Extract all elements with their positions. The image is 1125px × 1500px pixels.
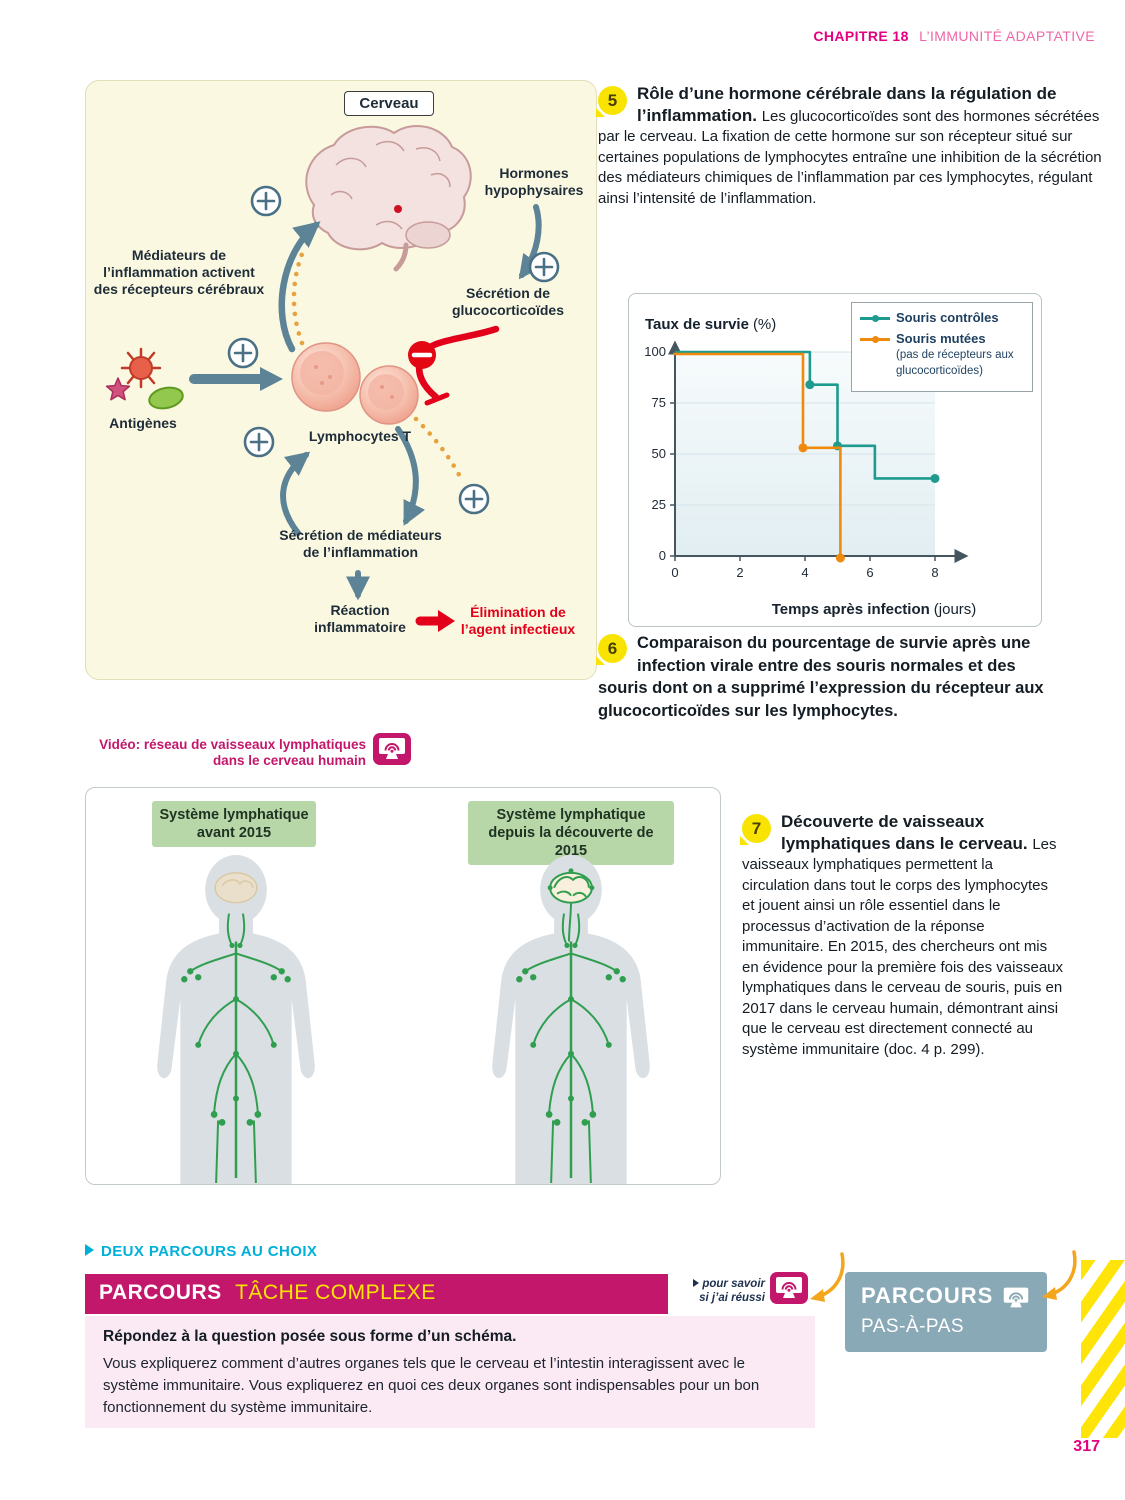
doc6-number: 6: [598, 634, 627, 663]
doc5-body: Les glucocorticoïdes sont des hormones s…: [598, 107, 1102, 207]
legend-entry-mutated: Souris mutées (pas de récepteurs aux glu…: [860, 331, 1024, 378]
doc5-number: 5: [598, 86, 627, 115]
page-edge-stripes: [1081, 1260, 1125, 1438]
doodle-arrow-icon: [1042, 1250, 1077, 1300]
svg-text:8: 8: [931, 565, 938, 580]
figure-right-title: Système lymphatique depuis la découverte…: [468, 801, 674, 865]
chapter-header: CHAPITRE 18 L’IMMUNITÉ ADAPTATIVE: [600, 28, 1095, 44]
doc7-text: 7 Découverte de vaisseaux lymphatiques d…: [742, 812, 1064, 1060]
mediator-dots-up: [291, 246, 307, 346]
label-reaction: Réaction inflammatoire: [314, 602, 406, 635]
arrow-antigens-to-lymphocytes: [189, 367, 283, 391]
doc7-title: Découverte de vaisseaux lymphatiques dan…: [781, 812, 1033, 853]
doodle-arrow-icon: [810, 1252, 845, 1302]
doc7-body: Les vaisseaux lymphatiques permettent la…: [742, 835, 1064, 1058]
parcours-task-box: Répondez à la question posée sous forme …: [85, 1316, 815, 1428]
svg-text:50: 50: [652, 446, 666, 461]
svg-text:25: 25: [652, 497, 666, 512]
chapter-label: CHAPITRE 18: [813, 28, 909, 44]
pas-a-pas-label: PAS-À-PAS: [861, 1316, 965, 1337]
brain-illustration: [305, 124, 472, 272]
inhibition-tbar: [424, 392, 450, 406]
svg-text:4: 4: [801, 565, 808, 580]
plus-icon: [528, 251, 560, 283]
doc7-number: 7: [742, 814, 771, 843]
legend-swatch-controls: [860, 312, 890, 324]
figure-left-title: Système lymphatique avant 2015: [152, 801, 316, 847]
pas-screen-icon[interactable]: [997, 1282, 1035, 1314]
mediator-dots-down: [413, 416, 466, 486]
svg-text:2: 2: [736, 565, 743, 580]
label-secretion-mediateurs: Sécrétion de médiateurs de l’inflammatio…: [279, 527, 442, 560]
page-number: 317: [1073, 1438, 1100, 1455]
label-antigenes: Antigènes: [109, 415, 177, 431]
arrow-lymphocytes-to-secretion: [395, 426, 426, 526]
brain-lymph-vessels: [547, 868, 595, 942]
triangle-icon: [85, 1244, 94, 1256]
svg-text:0: 0: [659, 548, 666, 563]
parcours-banner: PARCOURS TÂCHE COMPLEXE pour savoir si j…: [85, 1272, 815, 1316]
doc5-title: Rôle d’une hormone cérébrale dans la rég…: [637, 84, 1057, 125]
label-elimination: Élimination de l’agent infectieux: [460, 604, 576, 637]
arrow-mediators-to-brain: [278, 221, 321, 353]
task-instruction-bold: Répondez à la question posée sous forme …: [103, 1328, 517, 1345]
legend-entry-controls: Souris contrôles: [860, 310, 1024, 325]
plus-icon: [227, 337, 259, 369]
plus-icon: [458, 483, 490, 515]
chapter-title: L’IMMUNITÉ ADAPTATIVE: [919, 28, 1095, 44]
parcours-banner-bar: PARCOURS TÂCHE COMPLEXE: [85, 1274, 668, 1314]
doc5-diagram: Cerveau Hormones hypophysaires Sécrétion…: [85, 80, 597, 680]
doc5-text: 5 Rôle d’une hormone cérébrale dans la r…: [598, 84, 1114, 209]
body-after-2015: [492, 854, 650, 1184]
doc5-diagram-art: [105, 124, 560, 632]
chart-y-axis-label: Taux de survie(%): [645, 316, 777, 333]
label-mediateurs: Médiateurs de l’inflammation activent de…: [93, 247, 265, 297]
savoir-link[interactable]: pour savoir si j’ai réussi: [653, 1277, 765, 1305]
plus-icon: [250, 185, 282, 217]
legend-swatch-mutated: [860, 333, 890, 345]
chart-x-axis-label: Temps après infection(jours): [771, 601, 977, 618]
parcours-choice-heading: DEUX PARCOURS AU CHOIX: [85, 1243, 317, 1260]
arrow-secretion-to-lymphocytes: [280, 451, 311, 536]
parcours-pas-a-pas-card[interactable]: PARCOURS PAS-À-PAS: [845, 1272, 1047, 1352]
label-secretion-glucocorticoides: Sécrétion de glucocorticoïdes: [451, 285, 565, 318]
video-link[interactable]: Vidéo: réseau de vaisseaux lymphatiques …: [99, 737, 366, 768]
body-before-2015: [157, 854, 315, 1184]
antigen-cells: [105, 347, 184, 410]
label-cerveau: Cerveau: [344, 91, 434, 116]
arrow-hormones-to-secretion: [518, 204, 543, 280]
svg-text:100: 100: [644, 344, 666, 359]
lymphocyte-cells: [291, 342, 419, 425]
banner-parcours-label: PARCOURS: [99, 1281, 222, 1304]
chart-legend: Souris contrôles Souris mutées (pas de r…: [851, 302, 1033, 392]
arrow-reaction-to-elimination: [415, 610, 455, 632]
plus-icon: [243, 426, 275, 458]
pas-parcours-label: PARCOURS: [861, 1283, 994, 1308]
doc6-text: 6 Comparaison du pourcentage de survie a…: [598, 632, 1060, 722]
doc6-body: Comparaison du pourcentage de survie apr…: [598, 634, 1044, 720]
savoir-screen-icon[interactable]: [769, 1270, 809, 1306]
banner-tache-complexe-label: TÂCHE COMPLEXE: [235, 1281, 436, 1304]
svg-text:75: 75: [652, 395, 666, 410]
svg-text:6: 6: [866, 565, 873, 580]
task-instruction-body: Vous expliquerez comment d’autres organe…: [103, 1355, 760, 1416]
svg-text:0: 0: [671, 565, 678, 580]
triangle-icon: [693, 1279, 700, 1287]
minus-icon: [408, 341, 436, 369]
label-hormones: Hormones hypophysaires: [484, 165, 584, 198]
survival-chart: Taux de survie(%) Souris contrôles Souri…: [628, 293, 1042, 627]
label-lymphocytes: Lymphocytes T: [308, 428, 412, 444]
doc7-figure: Système lymphatique avant 2015 Système l…: [85, 787, 721, 1185]
video-screen-icon[interactable]: [372, 731, 412, 767]
